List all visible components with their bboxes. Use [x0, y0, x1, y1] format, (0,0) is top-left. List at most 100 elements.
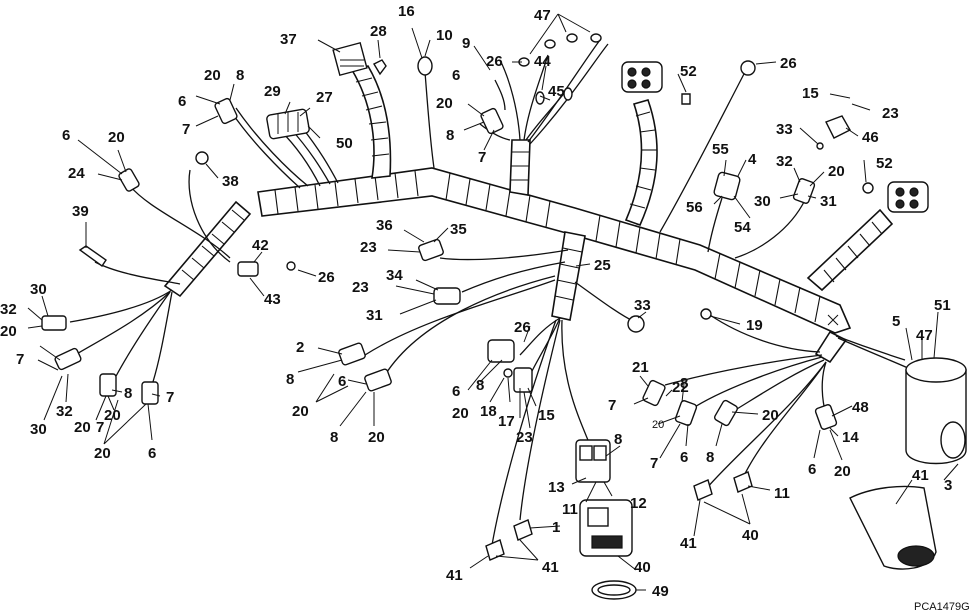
callout-label: 23 [360, 239, 377, 256]
callout-label: 33 [634, 297, 651, 314]
callout-label: 17 [498, 413, 515, 430]
callout-label: 15 [538, 407, 555, 424]
callout-label: 6 [148, 445, 156, 462]
figure-code: PCA1479G [914, 601, 970, 613]
callout-label: 32 [56, 403, 73, 420]
leader-lines [27, 13, 959, 591]
callout-label: 24 [68, 165, 85, 182]
callout-label: 54 [734, 219, 751, 236]
right-lower-branch [664, 314, 909, 491]
callout-label: 23 [882, 105, 899, 122]
callout-label: 39 [72, 203, 89, 220]
callout-label: 50 [336, 135, 353, 152]
callout-label: 29 [264, 83, 281, 100]
callout-labels: 16 10 47 37 28 9 26 44 52 26 20 8 6 7 29… [0, 3, 952, 600]
callout-label: 23 [352, 279, 369, 296]
callout-label: 8 [286, 371, 294, 388]
callout-label: 20 [834, 463, 851, 480]
callout-label: 22 [672, 379, 689, 396]
callout-label: 6 [338, 373, 346, 390]
callout-label: 23 [516, 429, 533, 446]
callout-label: 30 [30, 281, 47, 298]
callout-label: 32 [776, 153, 793, 170]
callout-label: 8 [614, 431, 622, 448]
callout-label: 15 [802, 85, 819, 102]
right-upper-bundle [707, 197, 894, 292]
callout-label: 55 [712, 141, 729, 158]
main-harness-trunk [257, 167, 852, 334]
callout-label: 4 [748, 151, 757, 168]
callout-label: 20 [452, 405, 469, 422]
callout-label: 26 [514, 319, 531, 336]
callout-label: 43 [264, 291, 281, 308]
callout-label: 31 [820, 193, 837, 210]
callout-label: 9 [462, 35, 470, 52]
callout-label: 8 [680, 375, 688, 392]
callout-label: 6 [452, 67, 460, 84]
callout-label: 13 [548, 479, 565, 496]
callout-label: 20 [104, 407, 121, 424]
callout-label: 20 [436, 95, 453, 112]
callout-label: 7 [96, 419, 104, 436]
callout-label: 56 [686, 199, 703, 216]
callout-label: 8 [330, 429, 338, 446]
callout-label: 2 [296, 339, 304, 356]
callout-label: 7 [650, 455, 658, 472]
callout-label: 30 [30, 421, 47, 438]
callout-label: 7 [182, 121, 190, 138]
callout-label: 12 [630, 495, 647, 512]
callout-label: 8 [446, 127, 454, 144]
callout-label: 40 [742, 527, 759, 544]
callout-label: 20 [652, 419, 664, 431]
callout-label: 41 [680, 535, 697, 552]
callout-label: 51 [934, 297, 951, 314]
callout-label: 7 [608, 397, 616, 414]
callout-label: 11 [562, 501, 578, 518]
callout-label: 5 [892, 313, 900, 330]
callout-label: 49 [652, 583, 669, 600]
callout-label: 42 [252, 237, 269, 254]
callout-label: 20 [204, 67, 221, 84]
callout-label: 20 [762, 407, 779, 424]
callout-label: 20 [74, 419, 91, 436]
callout-label: 7 [478, 149, 486, 166]
callout-label: 26 [318, 269, 335, 286]
callout-label: 6 [680, 449, 688, 466]
callout-label: 27 [316, 89, 333, 106]
callout-label: 6 [62, 127, 70, 144]
callout-label: 26 [780, 55, 797, 72]
callout-label: 41 [446, 567, 463, 584]
callout-label: 41 [912, 467, 929, 484]
callout-label: 21 [632, 359, 649, 376]
top-wrapped-bundle [350, 65, 435, 179]
callout-label: 47 [916, 327, 933, 344]
callout-label: 30 [754, 193, 771, 210]
callout-label: 32 [0, 301, 17, 318]
callout-label: 36 [376, 217, 393, 234]
center-drop-bundle [364, 231, 636, 546]
callout-label: 25 [594, 257, 611, 274]
callout-label: 52 [680, 63, 697, 80]
callout-label: 52 [876, 155, 893, 172]
callout-label: 19 [746, 317, 763, 334]
callout-label: 20 [0, 323, 17, 340]
callout-label: 18 [480, 403, 497, 420]
callout-label: 10 [436, 27, 453, 44]
callout-label: 16 [398, 3, 415, 20]
callout-label: 3 [944, 477, 952, 494]
callout-label: 6 [808, 461, 816, 478]
callout-label: 38 [222, 173, 239, 190]
callout-label: 20 [94, 445, 111, 462]
callout-label: 8 [476, 377, 484, 394]
callout-label: 8 [124, 385, 132, 402]
callout-label: 20 [368, 429, 385, 446]
callout-label: 48 [852, 399, 869, 416]
callout-label: 40 [634, 559, 651, 576]
callout-label: 8 [236, 67, 244, 84]
callout-label: 8 [706, 449, 714, 466]
connectors [41, 33, 967, 600]
callout-label: 45 [548, 83, 565, 100]
callout-label: 7 [166, 389, 174, 406]
callout-label: 6 [452, 383, 460, 400]
callout-label: 11 [774, 485, 790, 502]
